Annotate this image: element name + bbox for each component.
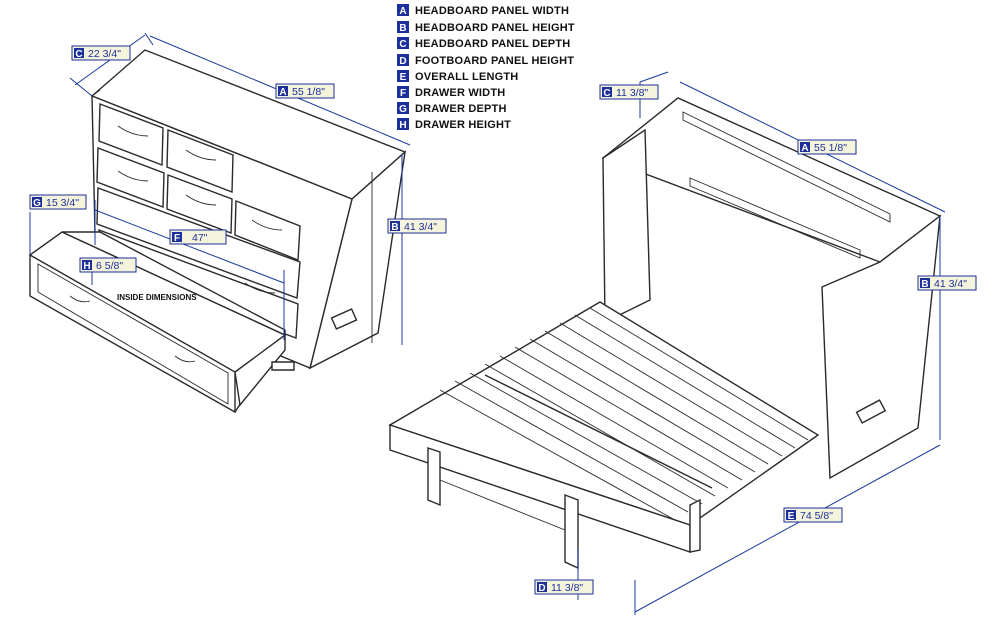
dim-letter: F <box>174 233 180 244</box>
legend-badge-d <box>397 54 409 66</box>
bed-slats <box>439 307 809 521</box>
bed-side-left <box>602 128 651 324</box>
dim-label-cabinet-h: H 6 5/8" <box>79 257 137 273</box>
dim-value: 41 3/4" <box>934 278 967 290</box>
legend-text-f: DRAWER WIDTH <box>415 87 505 99</box>
dim-letter: C <box>603 88 610 99</box>
bed-headboard-top <box>601 97 942 263</box>
drawer-front <box>234 199 301 262</box>
legend-item-h: H DRAWER HEIGHT <box>397 118 511 131</box>
legend-letter-b: B <box>399 23 406 34</box>
legend-letter-f: F <box>400 88 406 99</box>
dim-letter: B <box>391 222 398 233</box>
legend-item-f: F DRAWER WIDTH <box>397 86 505 99</box>
dim-letter: C <box>75 49 82 60</box>
bed-leg <box>689 498 701 553</box>
legend-badge-c <box>397 37 409 49</box>
dim-label-cabinet-g: G 15 3/4" <box>29 194 87 210</box>
drawer-handle <box>117 125 149 137</box>
drawer-front <box>166 128 234 194</box>
dim-label-cabinet-a: A 55 1/8" <box>275 83 335 99</box>
dim-value: 15 3/4" <box>46 197 79 209</box>
dim-label-bed-a: A 55 1/8" <box>797 139 857 155</box>
legend-badge-a <box>397 4 409 16</box>
legend-text-e: OVERALL LENGTH <box>415 71 518 83</box>
bed-outlet <box>855 399 887 424</box>
bed-fold-seam <box>484 374 713 489</box>
dim-label-bed-d: D 11 3/8" <box>534 579 594 595</box>
dim-label-cabinet-c: C 22 3/4" <box>71 45 131 61</box>
dim-value: 41 3/4" <box>404 221 437 233</box>
legend-letter-h: H <box>399 120 406 131</box>
dim-letter: B <box>921 279 928 290</box>
legend-text-a: HEADBOARD PANEL WIDTH <box>415 5 569 17</box>
bed-leg <box>564 493 579 570</box>
dim-label-bed-b: B 41 3/4" <box>917 275 977 291</box>
drawer-front <box>166 174 233 234</box>
dim-value: 47" <box>192 232 208 244</box>
legend-text-b: HEADBOARD PANEL HEIGHT <box>415 22 575 34</box>
dim-value: 22 3/4" <box>88 48 121 60</box>
legend: A HEADBOARD PANEL WIDTH B HEADBOARD PANE… <box>397 4 575 131</box>
dim-letter: E <box>788 511 795 522</box>
drawer-open-side <box>234 333 286 407</box>
drawer-slide-handle <box>271 361 295 371</box>
legend-badge-f <box>397 86 409 98</box>
dim-letter: A <box>279 87 286 98</box>
dim-value: 6 5/8" <box>96 260 123 272</box>
dim-badge <box>74 48 84 58</box>
cabinet-outlet <box>330 308 358 330</box>
dim-value: 11 3/8" <box>551 582 583 594</box>
legend-text-c: HEADBOARD PANEL DEPTH <box>415 38 570 50</box>
legend-text-h: DRAWER HEIGHT <box>415 119 511 131</box>
bed-platform <box>388 301 820 526</box>
bed-drawing <box>388 97 942 570</box>
dim-value: 74 5/8" <box>800 510 833 522</box>
legend-item-a: A HEADBOARD PANEL WIDTH <box>397 4 569 17</box>
legend-badge-e <box>397 70 409 82</box>
legend-item-g: G DRAWER DEPTH <box>397 102 507 115</box>
dim-value: 55 1/8" <box>814 142 847 154</box>
dim-label-box <box>71 45 131 61</box>
bed-headboard-rail <box>682 111 891 223</box>
dim-letter: G <box>33 198 41 209</box>
dim-label-cabinet-b: B 41 3/4" <box>387 218 447 234</box>
legend-item-d: D FOOTBOARD PANEL HEIGHT <box>397 54 574 67</box>
dim-value: 11 3/8" <box>616 87 648 99</box>
bed-side-right <box>821 214 941 480</box>
dim-label-bed-c: C 11 3/8" <box>599 84 659 100</box>
dim-letter: D <box>538 583 545 594</box>
inside-dimensions-note: INSIDE DIMENSIONS <box>117 293 197 302</box>
legend-badge-h <box>397 118 409 130</box>
bed-leg <box>427 447 441 507</box>
dim-value: 55 1/8" <box>292 86 325 98</box>
drawer-open-front <box>29 253 236 414</box>
legend-item-c: C HEADBOARD PANEL DEPTH <box>397 37 570 50</box>
dim-letter: A <box>801 143 808 154</box>
legend-badge-b <box>397 21 409 33</box>
legend-letter-e: E <box>400 72 407 83</box>
legend-item-b: B HEADBOARD PANEL HEIGHT <box>397 21 575 34</box>
legend-letter-a: A <box>399 6 406 17</box>
legend-text-d: FOOTBOARD PANEL HEIGHT <box>415 55 574 67</box>
legend-letter-c: C <box>399 39 406 50</box>
dim-letter: H <box>83 261 90 272</box>
drawer-front <box>98 102 164 167</box>
legend-item-e: E OVERALL LENGTH <box>397 70 518 83</box>
legend-badge-g <box>397 102 409 114</box>
dim-label-cabinet-f: F 47" <box>169 229 227 245</box>
dim-label-bed-e: E 74 5/8" <box>783 507 843 523</box>
legend-letter-d: D <box>399 56 406 67</box>
legend-text-g: DRAWER DEPTH <box>415 103 507 115</box>
legend-letter-g: G <box>399 104 407 115</box>
